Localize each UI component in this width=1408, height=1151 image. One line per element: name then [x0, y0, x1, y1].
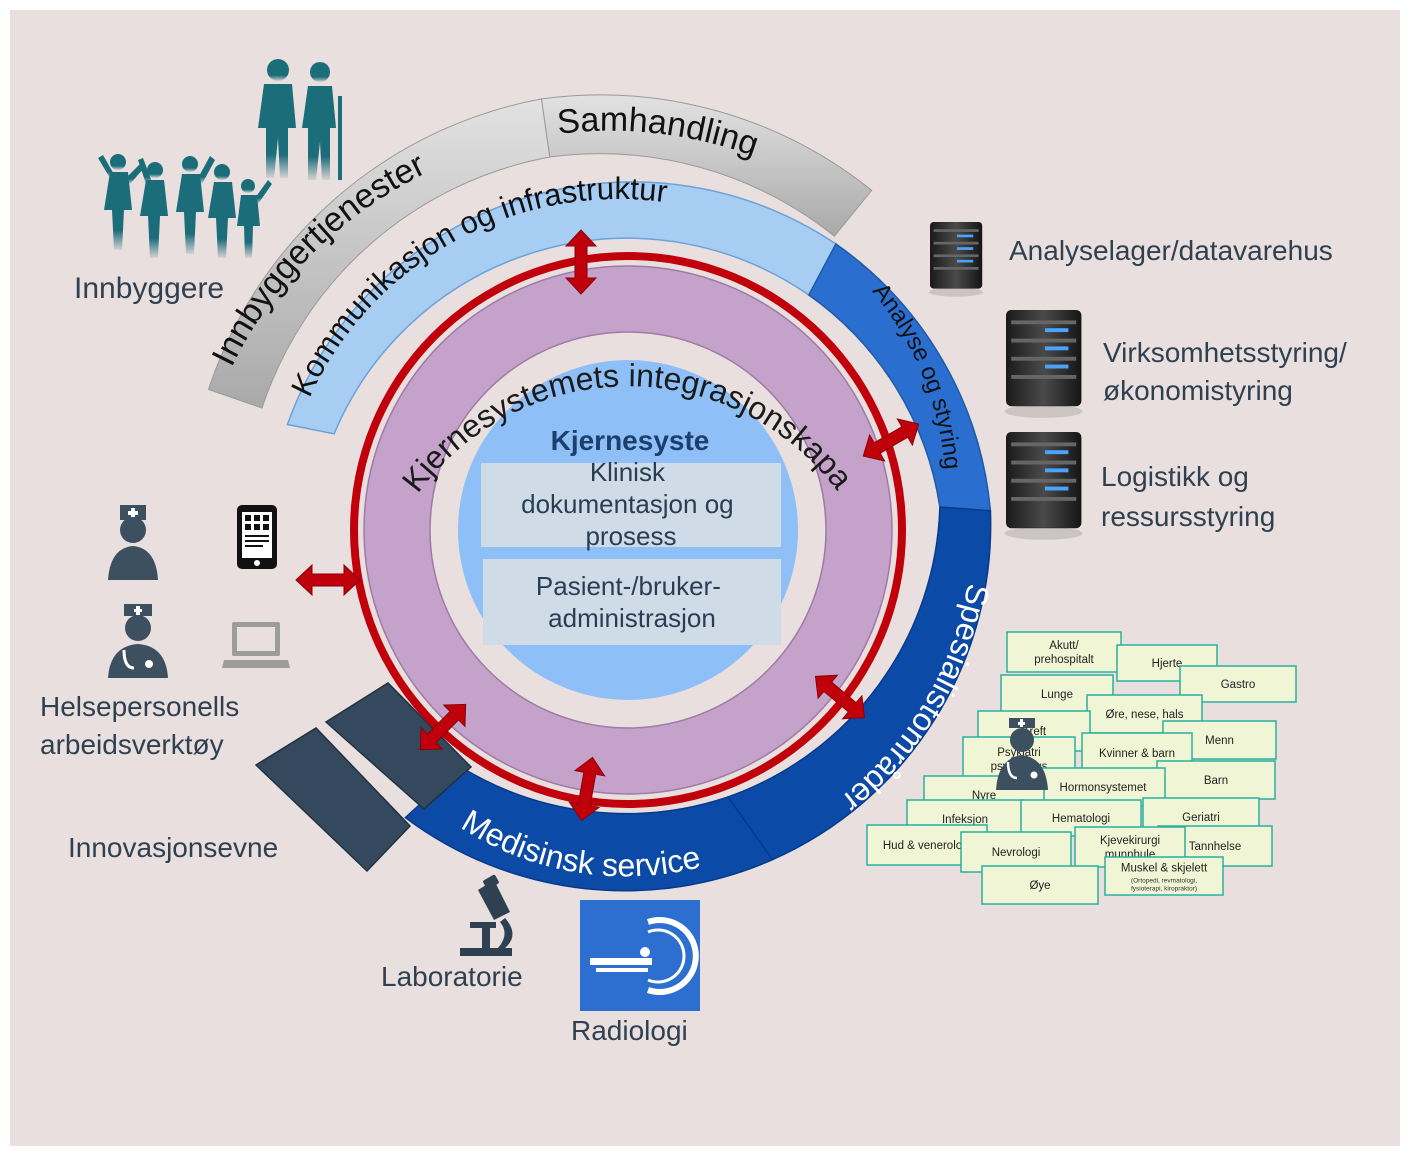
- specialist-card-label: Lunge: [1041, 689, 1073, 701]
- specialist-card-label: Hud & venerologi: [883, 840, 971, 852]
- clinical-doc-text: Klinisk dokumentasjon og prosess: [521, 457, 741, 551]
- specialist-card: Kvinner & barn: [1081, 732, 1193, 774]
- specialist-card-label: Øre, nese, hals: [1106, 709, 1184, 721]
- helsepersonell-label: Helsepersonells arbeidsverktøy: [40, 691, 247, 760]
- innovasjon-blocks: [254, 682, 473, 873]
- specialist-card-label: Psykiatri: [997, 747, 1040, 759]
- specialist-card: Øye: [981, 865, 1099, 905]
- mri-scanner-icon: [580, 900, 700, 1011]
- specialist-card-label: Øye: [1029, 880, 1050, 892]
- mobile-device-icon: [237, 505, 277, 569]
- specialist-card-label: Kjevekirurgi: [1100, 835, 1160, 847]
- specialist-card: Akutt/prehospitalt: [1006, 631, 1122, 673]
- specialist-card-label: Akutt/: [1049, 640, 1079, 652]
- specialist-card-label: Hormonsystemet: [1060, 782, 1148, 794]
- server-icon-virksomhet: [1004, 310, 1083, 418]
- specialist-doctor-icon: [996, 718, 1048, 790]
- specialist-card-label: Infeksjon: [942, 814, 988, 826]
- outer-service-band: [207, 94, 873, 409]
- specialist-card: Lunge: [1000, 674, 1114, 714]
- specialist-card-label: Hematologi: [1052, 813, 1110, 825]
- laboratorie-label: Laboratorie: [381, 961, 523, 992]
- specialist-card-label: Muskel & skjelett: [1121, 863, 1208, 875]
- doctor-icon: [108, 604, 168, 678]
- specialist-card: Barn: [1156, 760, 1276, 800]
- specialist-card-sublabel: (Ortopedi, revmatologi,: [1131, 878, 1197, 885]
- server-icon-logistikk: [1004, 432, 1083, 540]
- specialist-card-label: Nevrologi: [992, 847, 1041, 859]
- innovasjon-label: Innovasjonsevne: [68, 832, 278, 863]
- specialist-card-label: Hjerte: [1152, 658, 1183, 670]
- specialist-card-label: Barn: [1204, 775, 1228, 787]
- patient-admin-text: Pasient-/bruker- administrasjon: [536, 571, 728, 633]
- specialist-card: Muskel & skjelett (Ortopedi, revmatologi,…: [1104, 856, 1224, 896]
- clinical-doc-box: [481, 463, 781, 547]
- server-icon-analyselager: [929, 222, 984, 297]
- microscope-icon: [460, 874, 513, 956]
- specialist-card-label: Tannhelse: [1189, 841, 1241, 853]
- specialist-card-label: Gastro: [1221, 679, 1256, 691]
- laptop-icon: [222, 622, 290, 668]
- specialist-card-label: Kvinner & barn: [1099, 748, 1175, 760]
- patient-admin-box: [483, 559, 781, 645]
- logistikk-label: Logistikk og ressursstyring: [1101, 461, 1275, 532]
- citizens-group-icon: [98, 154, 272, 258]
- innbyggere-label: Innbyggere: [74, 272, 224, 305]
- core-title: Kjernesyste: [551, 425, 710, 456]
- medisinsk-band: [404, 766, 774, 892]
- virksomhet-label: Virksomhetsstyring/ økonomistyring: [1103, 337, 1355, 406]
- specialist-card-label: prehospitalt: [1034, 654, 1094, 666]
- nurse-icon: [108, 505, 158, 580]
- samhandling-segment: [540, 94, 873, 237]
- specialist-card-sublabel: fysioterapi, kiropraktor): [1131, 886, 1197, 893]
- specialist-card-label: Nyre: [972, 790, 996, 802]
- analyselager-label: Analyselager/datavarehus: [1009, 235, 1333, 266]
- radiologi-label: Radiologi: [571, 1015, 688, 1046]
- specialist-card-label: Geriatri: [1182, 812, 1220, 824]
- specialist-card-label: Menn: [1205, 735, 1234, 747]
- elderly-couple-icon: [258, 59, 342, 180]
